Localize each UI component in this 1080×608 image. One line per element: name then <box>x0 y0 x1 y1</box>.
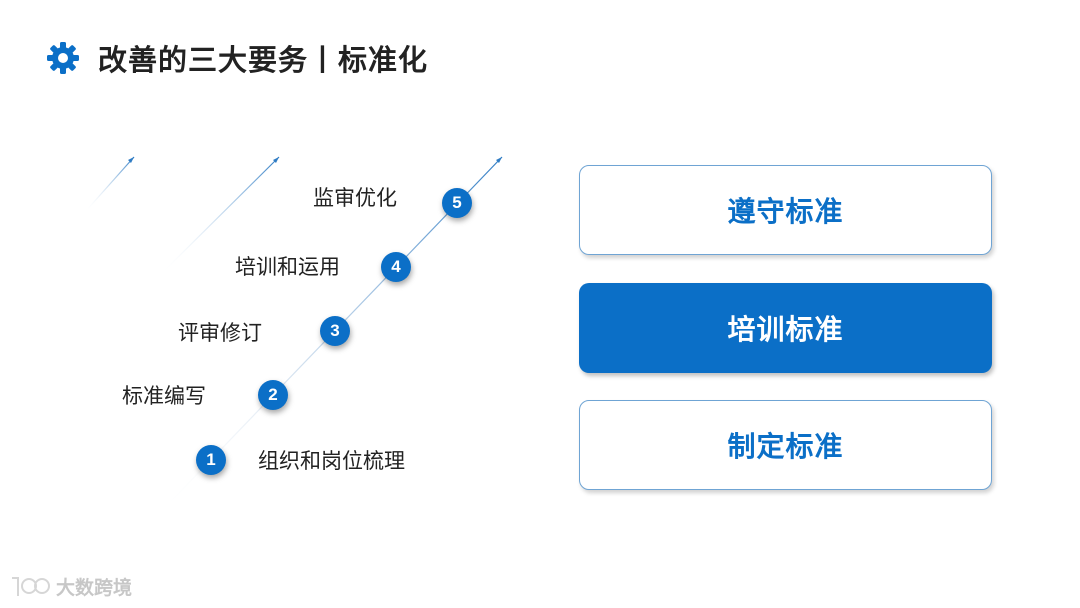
step-4-badge: 4 <box>381 252 411 282</box>
gear-icon <box>47 42 79 74</box>
step-2-label: 标准编写 <box>122 384 206 408</box>
watermark: 大数跨境 <box>8 572 132 600</box>
watermark-logo-icon <box>12 577 50 596</box>
step-1-label: 组织和岗位梳理 <box>258 449 405 473</box>
standard-box-comply: 遵守标准 <box>579 165 992 255</box>
step-2-badge: 2 <box>258 380 288 410</box>
page-title: 改善的三大要务丨标准化 <box>98 43 429 77</box>
header: 改善的三大要务丨标准化 <box>46 38 428 78</box>
watermark-text: 大数跨境 <box>56 576 133 599</box>
step-1-badge: 1 <box>196 445 226 475</box>
step-4-label: 培训和运用 <box>235 255 340 279</box>
step-5-label: 监审优化 <box>313 186 397 210</box>
diagonal-line-left <box>84 156 135 213</box>
step-3-badge: 3 <box>320 316 350 346</box>
standard-box-train: 培训标准 <box>579 283 992 373</box>
diagonal-lines-decoration <box>84 156 503 519</box>
step-5-badge: 5 <box>442 188 472 218</box>
step-3-label: 评审修订 <box>178 321 262 345</box>
standard-box-define: 制定标准 <box>579 400 992 490</box>
